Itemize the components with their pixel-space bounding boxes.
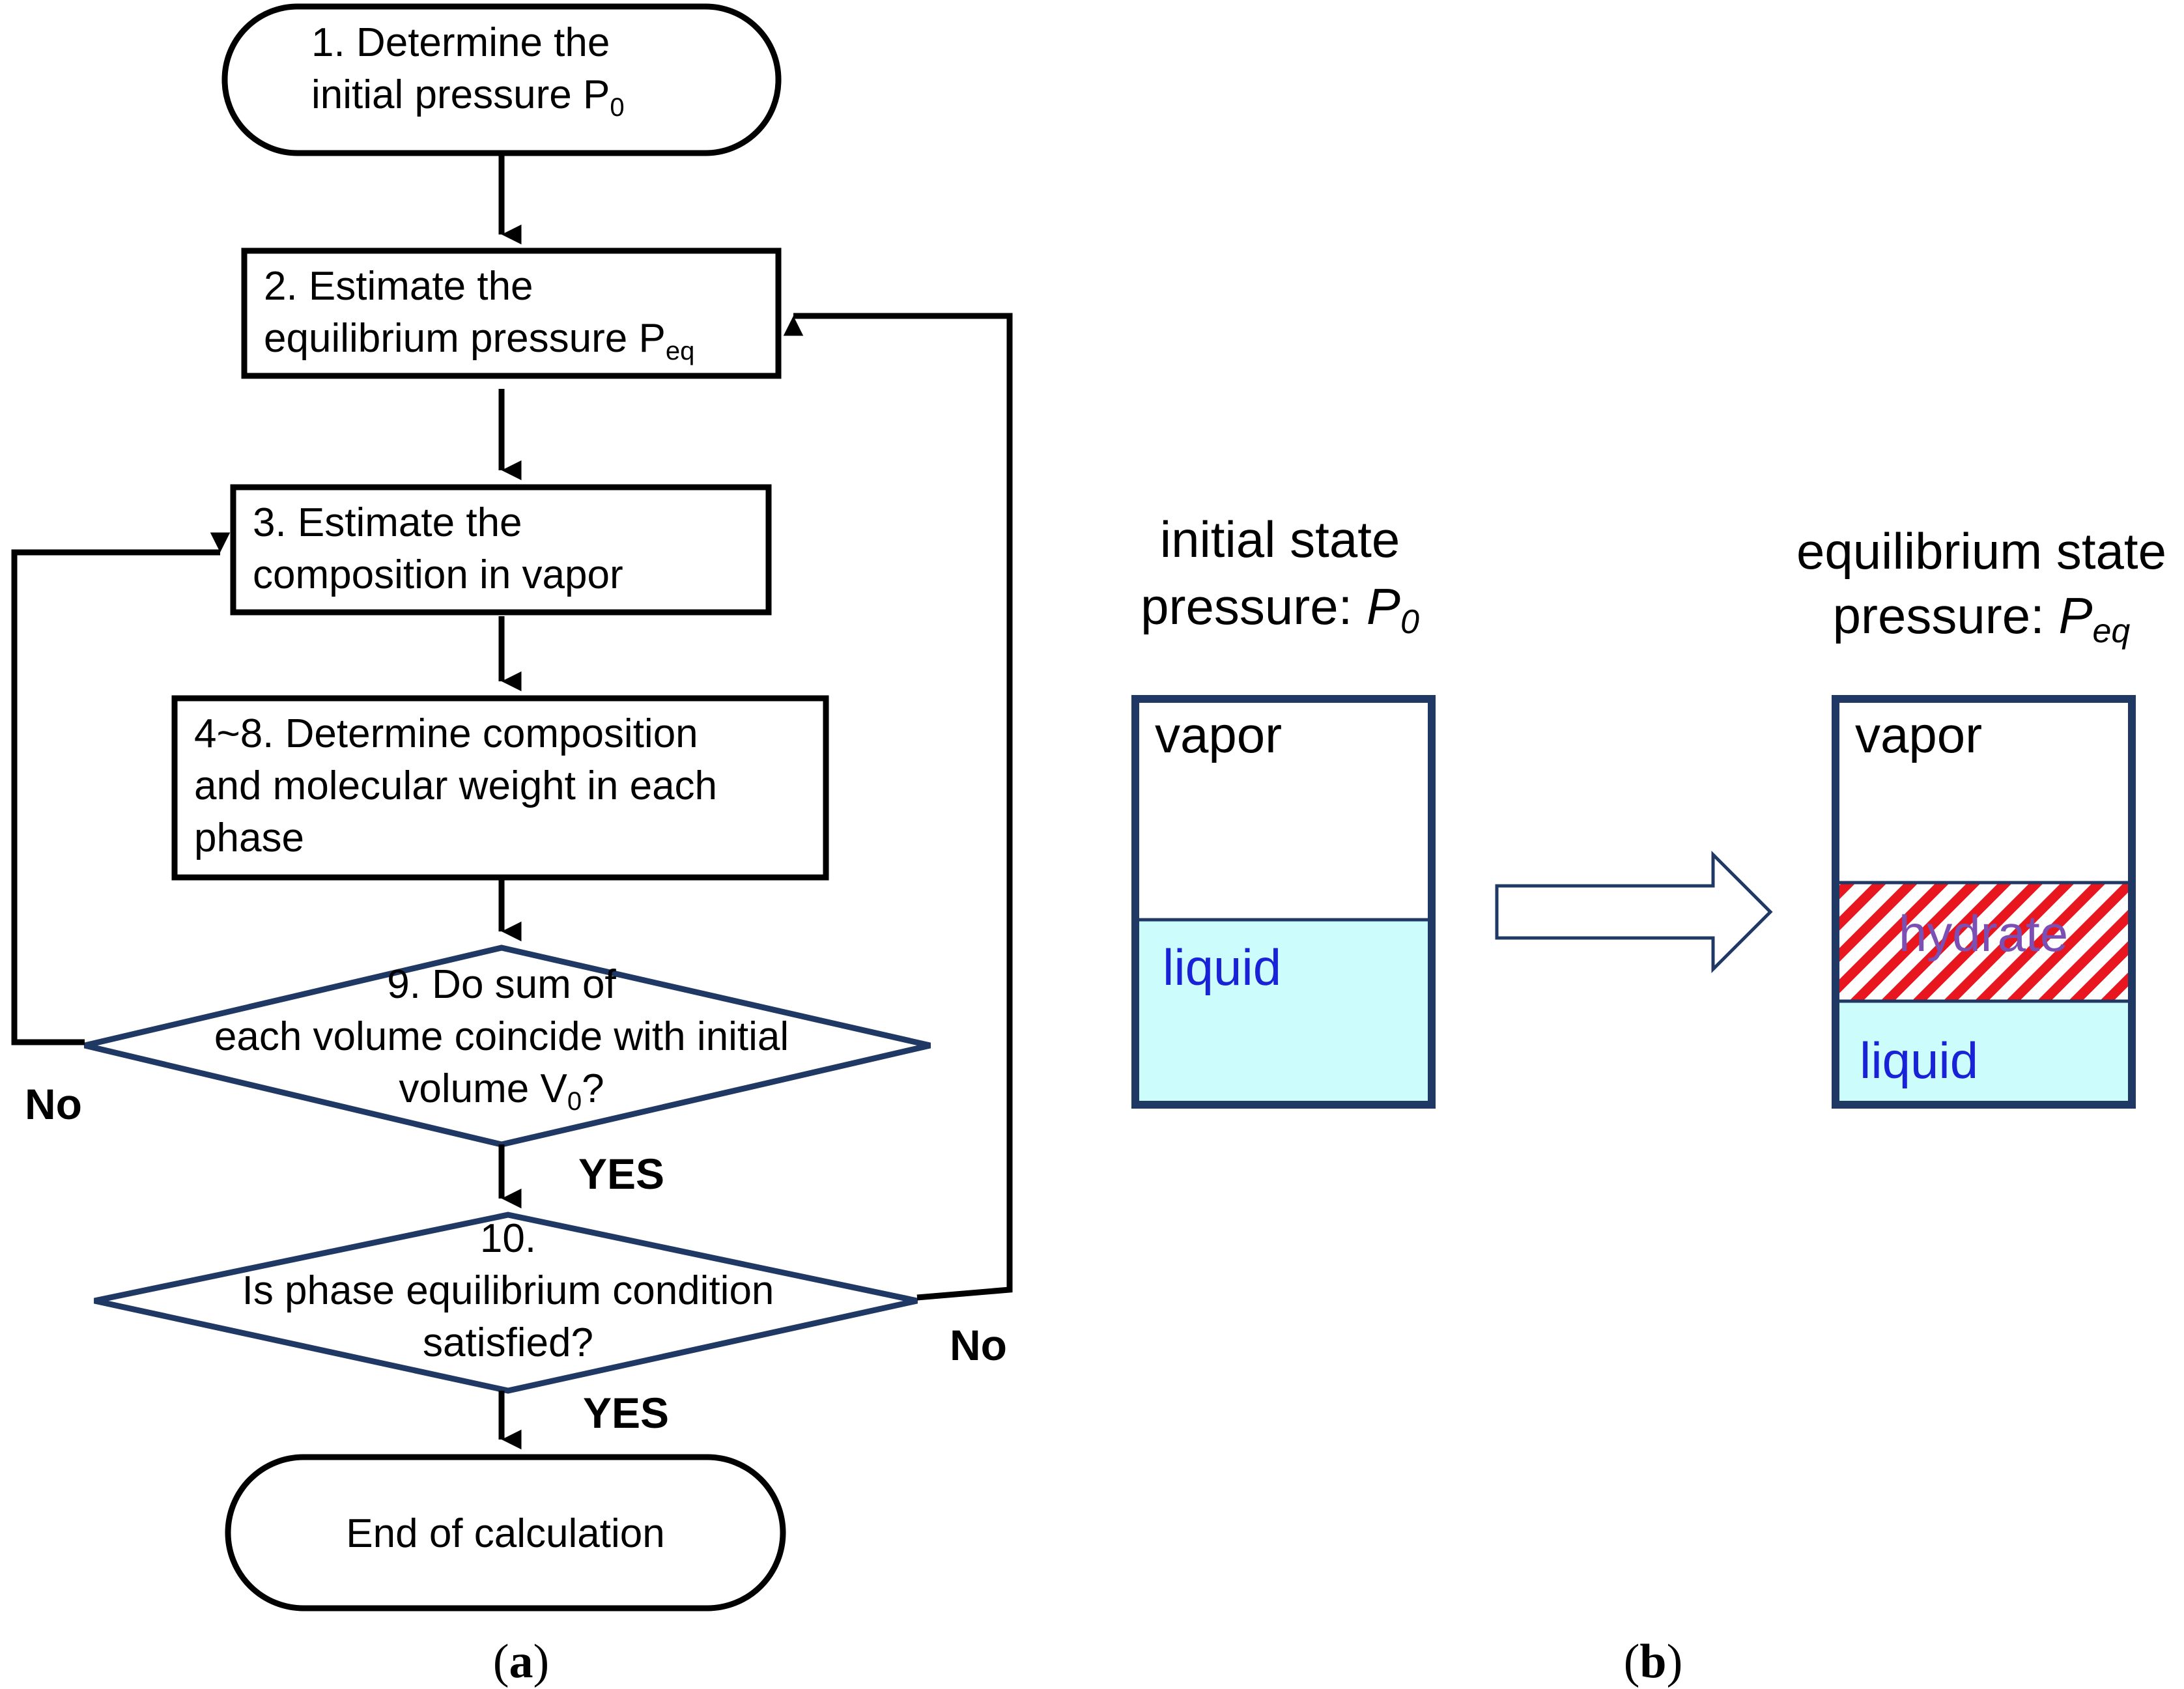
process-determine-composition: 4~8. Determine composition and molecular… <box>171 695 829 881</box>
initial-vapor-label: vapor <box>1155 706 1282 763</box>
initial-state: initial state pressure: P0 vapor liquid <box>1131 511 1436 1109</box>
transition-arrow <box>1495 850 1773 974</box>
caption-a: (a) <box>493 1635 549 1688</box>
process-3-line2: composition in vapor <box>253 552 623 597</box>
caption-a-close: ) <box>533 1635 550 1688</box>
process-4-8-line1: 4~8. Determine composition <box>194 711 698 756</box>
caption-a-letter: a <box>509 1635 533 1688</box>
label-no-right: No <box>950 1321 1007 1369</box>
process-3-line1: 3. Estimate the <box>253 500 522 545</box>
decision-9-subscript: 0 <box>567 1087 582 1116</box>
initial-pressure-label: pressure: <box>1141 578 1367 635</box>
process-2-line1: 2. Estimate the <box>264 264 533 309</box>
initial-vessel-border <box>1131 695 1436 1109</box>
initial-liquid-label: liquid <box>1163 939 1281 996</box>
start-terminal-subscript: 0 <box>610 93 624 122</box>
end-terminal-label: End of calculation <box>346 1511 664 1556</box>
initial-state-title: initial state <box>1160 511 1400 568</box>
decision-9-question-mark: ? <box>582 1066 604 1111</box>
flowchart: 1. Determine the initial pressure P0 2. … <box>11 3 1013 1611</box>
label-yes-10: YES <box>583 1389 669 1437</box>
initial-pressure-subscript: 0 <box>1400 603 1419 641</box>
process-2-subscript: eq <box>666 337 695 365</box>
process-3-box <box>230 484 772 616</box>
decision-10-line2: Is phase equilibrium condition <box>242 1268 774 1313</box>
initial-state-pressure: pressure: P0 <box>1141 578 1419 641</box>
initial-pressure-symbol: P <box>1367 578 1400 635</box>
process-2-box <box>241 248 782 379</box>
start-terminal: 1. Determine the initial pressure P0 <box>221 3 782 156</box>
arrow-no-loop-to-3 <box>11 532 231 1045</box>
decision-10-line1: 10. <box>480 1216 536 1261</box>
decision-9-line1: 9. Do sum of <box>387 962 616 1007</box>
equilibrium-pressure-label: pressure: <box>1833 587 2059 644</box>
end-terminal: End of calculation <box>225 1454 786 1611</box>
equilibrium-pressure-symbol: P <box>2058 587 2092 644</box>
end-terminal-shape <box>225 1454 786 1611</box>
equilibrium-liquid-layer <box>1836 1001 2132 1105</box>
arrow-no-loop-to-2 <box>783 313 1013 1301</box>
decision-9-line2: each volume coincide with initial <box>214 1014 789 1059</box>
start-terminal-line2-text: initial pressure P <box>311 72 610 117</box>
decision-10-diamond <box>94 1212 918 1394</box>
equilibrium-state-title: equilibrium state <box>1796 522 2166 580</box>
process-2-line2: equilibrium pressure Peq <box>264 316 694 365</box>
process-4-8-line3: phase <box>194 816 304 860</box>
equilibrium-pressure-subscript: eq <box>2093 612 2131 650</box>
decision-volume-check: 9. Do sum of each volume coincide with i… <box>83 944 931 1148</box>
hydrate-layer <box>1836 883 2132 1001</box>
caption-b-letter: b <box>1639 1635 1666 1688</box>
equilibrium-state-pressure: pressure: Peq <box>1833 587 2131 650</box>
decision-equilibrium-check: 10. Is phase equilibrium condition satis… <box>94 1212 918 1394</box>
caption-b: (b) <box>1624 1635 1682 1688</box>
start-terminal-line2: initial pressure P0 <box>311 72 625 122</box>
start-terminal-line1: 1. Determine the <box>311 20 610 65</box>
label-no-left: No <box>25 1080 82 1128</box>
equilibrium-vessel-border <box>1832 695 2136 1109</box>
process-estimate-equilibrium-pressure: 2. Estimate the equilibrium pressure Peq <box>241 248 782 379</box>
caption-a-open: ( <box>493 1635 509 1688</box>
caption-b-close: ) <box>1667 1635 1683 1688</box>
equilibrium-state: equilibrium state pressure: Peq vapor hy… <box>1796 522 2166 1109</box>
process-estimate-vapor-composition: 3. Estimate the composition in vapor <box>230 484 772 616</box>
states-panel: initial state pressure: P0 vapor liquid … <box>1131 511 2166 1109</box>
decision-9-line3: volume V0? <box>399 1066 604 1116</box>
caption-b-open: ( <box>1624 1635 1640 1688</box>
decision-9-line3-text: volume V <box>399 1066 567 1111</box>
equilibrium-liquid-label: liquid <box>1860 1032 1978 1089</box>
initial-liquid-layer <box>1135 920 1432 1105</box>
hydrate-label: hydrate <box>1899 905 2068 962</box>
process-2-line2-text: equilibrium pressure P <box>264 316 666 361</box>
process-4-8-line2: and molecular weight in each <box>194 763 717 808</box>
equilibrium-vapor-label: vapor <box>1855 706 1982 763</box>
decision-10-line3: satisfied? <box>423 1320 593 1365</box>
start-terminal-shape <box>221 3 782 156</box>
label-yes-9: YES <box>578 1150 664 1198</box>
